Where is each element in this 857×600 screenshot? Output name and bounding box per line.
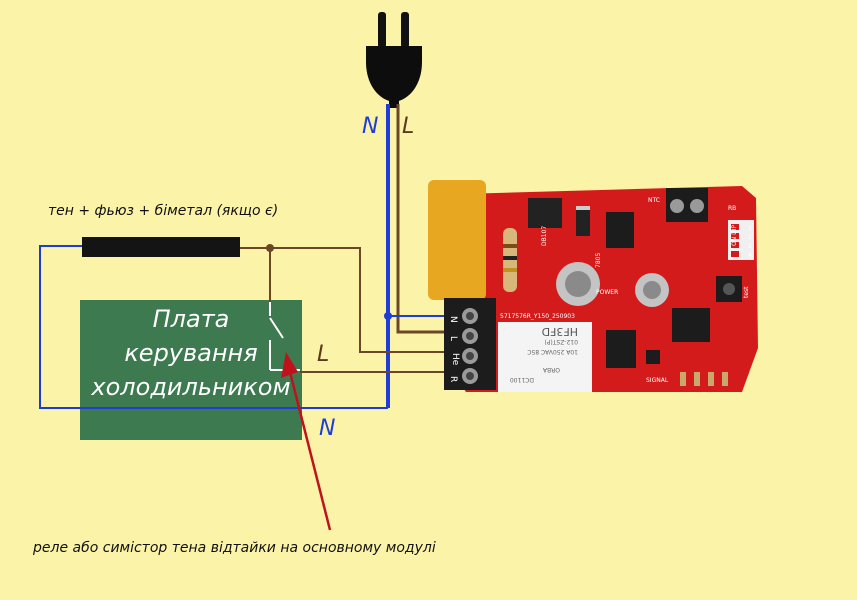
label-dip: ON DIP xyxy=(731,224,738,246)
relay-dc: DC1100 xyxy=(510,376,534,383)
heater-wire xyxy=(240,247,446,353)
heater-label: тен + фьюз + біметал (якщо є) xyxy=(48,203,279,219)
terminal-label-he: He xyxy=(450,353,460,366)
relay-brand: ORBA xyxy=(542,366,560,373)
terminal-label-l: L xyxy=(448,336,458,341)
label-rb: RB xyxy=(728,205,736,212)
label-power: POWER xyxy=(596,289,618,296)
line-label-middle: L xyxy=(317,342,330,367)
annotation-arrow-head xyxy=(281,352,298,378)
line-wire-main xyxy=(396,104,446,334)
neutral-junction xyxy=(384,312,392,320)
board-title-line-1: Плата xyxy=(152,305,230,333)
annotation-arrow-shaft xyxy=(288,371,332,531)
dip-number-3: 3 xyxy=(748,243,752,250)
board-title: Плата керування холодильником xyxy=(80,302,302,404)
control-board xyxy=(80,300,302,440)
label-db107: DB107 xyxy=(541,226,548,246)
heater-element xyxy=(82,237,240,257)
capacitor-x2 xyxy=(428,180,486,300)
line-label-top: L xyxy=(402,114,415,139)
label-test: test xyxy=(743,286,750,298)
relay-part: 012-ZST(P) xyxy=(544,338,578,345)
dip-number-2: 2 xyxy=(748,234,752,241)
board-title-line-2: керування xyxy=(124,339,258,367)
relay-model: HF3FD xyxy=(542,325,578,338)
transistor xyxy=(646,350,660,364)
plug-icon xyxy=(366,12,422,108)
signal-header xyxy=(680,372,728,386)
label-7805: 7805 xyxy=(595,253,602,268)
neutral-label-top: N xyxy=(362,114,379,139)
relay-contact-blade xyxy=(269,317,284,339)
neutral-loop xyxy=(39,245,388,409)
ic-chip-1 xyxy=(606,330,636,368)
label-ntc: NTC xyxy=(648,197,660,204)
label-signal: SIGNAL xyxy=(646,377,669,384)
bridge-rectifier xyxy=(528,198,562,228)
dip-number-4: 4 xyxy=(748,252,752,259)
relay-note: реле або симістор тена відтайки на основ… xyxy=(33,540,436,556)
diode xyxy=(576,206,590,236)
terminal-label-n: N xyxy=(448,316,458,323)
ic-chip-2 xyxy=(672,308,710,342)
label-pcb-id: 5717576R_Y150_250903 xyxy=(500,313,575,320)
terminal-label-r: R xyxy=(448,376,458,382)
relay-rating: 10A 250VAC 85C xyxy=(527,348,578,355)
neutral-label-bottom: N xyxy=(319,416,336,441)
regulator-7805 xyxy=(606,212,634,248)
relay xyxy=(498,322,592,392)
dip-number-1: 1 xyxy=(748,225,752,232)
control-module: N L He R DB107 7805 POWER 5717576R_Y150_… xyxy=(428,180,758,392)
board-title-line-3: холодильником xyxy=(91,373,291,401)
